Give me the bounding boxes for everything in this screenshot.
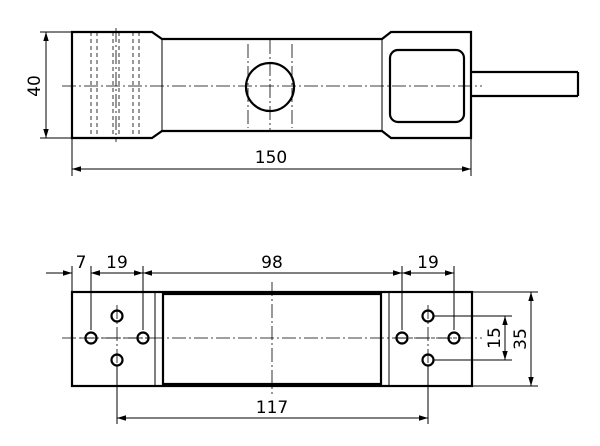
- bolt-hole: [136, 331, 150, 345]
- dimension-label-40: 40: [25, 75, 45, 97]
- dimension-hole-spacing-right-19: 19: [402, 253, 454, 276]
- dimension-height-40: 40: [25, 31, 72, 139]
- bolt-holes-right: [394, 305, 464, 372]
- hidden-bolt-holes: [90, 32, 140, 138]
- bolt-hole: [110, 309, 124, 323]
- cable: [471, 70, 580, 98]
- dimension-label-35: 35: [511, 328, 531, 350]
- dimension-vertical-15: 15: [434, 315, 512, 361]
- dimension-label-98: 98: [261, 253, 283, 273]
- bolt-hole: [395, 331, 409, 345]
- dimension-edge-7: 7: [46, 253, 108, 276]
- gauge-cover-hatch: [388, 48, 466, 124]
- bolt-hole: [447, 331, 461, 345]
- bolt-hole: [110, 353, 124, 367]
- top-view: 40 150: [25, 28, 580, 176]
- dimension-label-19-right: 19: [417, 253, 439, 273]
- dimension-label-19-left: 19: [106, 253, 128, 273]
- dimension-hole-distance-117: 117: [116, 366, 429, 424]
- dimension-hole-spacing-left-19: 19: [91, 253, 143, 276]
- dimension-pad-98: 98: [143, 253, 402, 276]
- bolt-hole: [421, 353, 435, 367]
- dimension-chain-top-extensions: [71, 266, 455, 330]
- bottom-view: 7 19 98 19 117 15: [46, 253, 538, 424]
- bolt-hole: [84, 331, 98, 345]
- dimension-width-35: 35: [472, 291, 538, 387]
- dimension-length-150: 150: [71, 138, 472, 176]
- bolt-hole: [421, 309, 435, 323]
- dimension-label-117: 117: [256, 398, 288, 418]
- bolt-holes-left: [80, 305, 150, 372]
- dimension-label-15: 15: [485, 327, 505, 349]
- dimension-label-150: 150: [255, 148, 287, 168]
- dimension-label-7: 7: [76, 253, 87, 273]
